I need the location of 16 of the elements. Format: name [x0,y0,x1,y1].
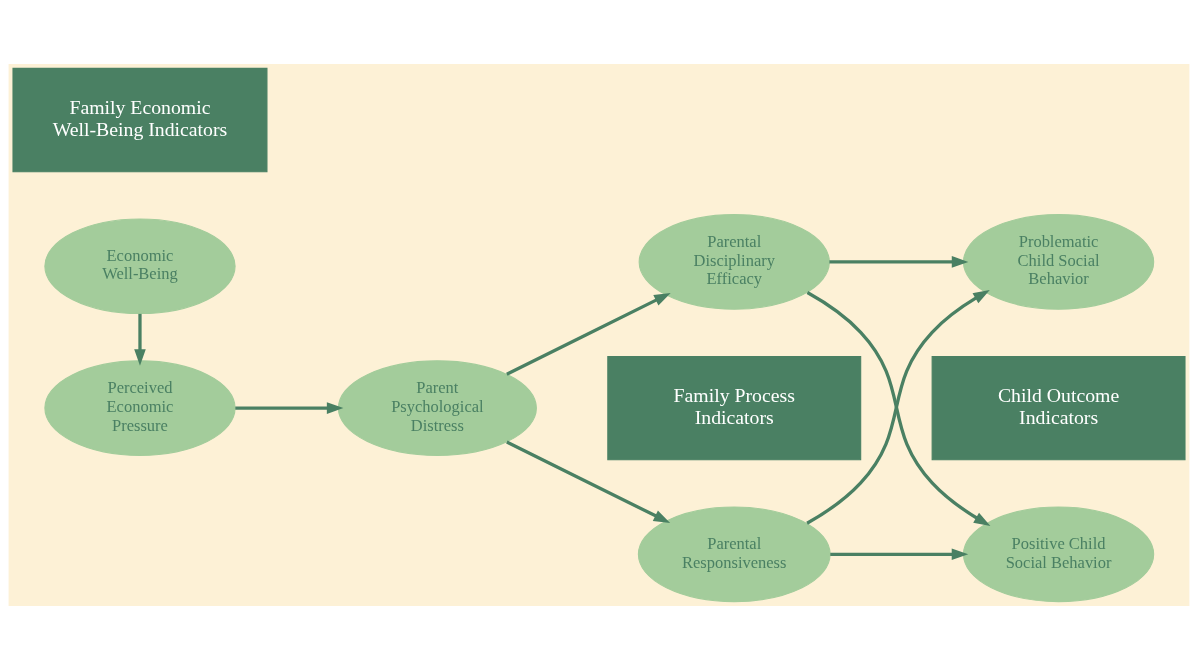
node-ellipse: Perceived Economic Pressure [44,359,236,456]
arrow [829,255,969,268]
node-ellipse: Parental Responsiveness [637,506,831,602]
node-box: Family Process Indicators [607,355,862,460]
arrow [134,313,146,366]
node-box: Child Outcome Indicators [931,355,1186,460]
arrow [506,440,671,523]
node-ellipse: Problematic Child Social Behavior [962,213,1155,310]
arrow [235,401,344,414]
node-ellipse: Parental Disciplinary Efficacy [638,213,830,310]
arrow [830,548,969,560]
node-ellipse: Economic Well-Being [44,217,236,314]
node-ellipse: Parent Psychological Distress [337,359,537,456]
arrow [506,292,671,376]
node-box: Family Economic Well-Being Indicators [12,67,268,172]
node-ellipse: Positive Child Social Behavior [962,506,1155,602]
